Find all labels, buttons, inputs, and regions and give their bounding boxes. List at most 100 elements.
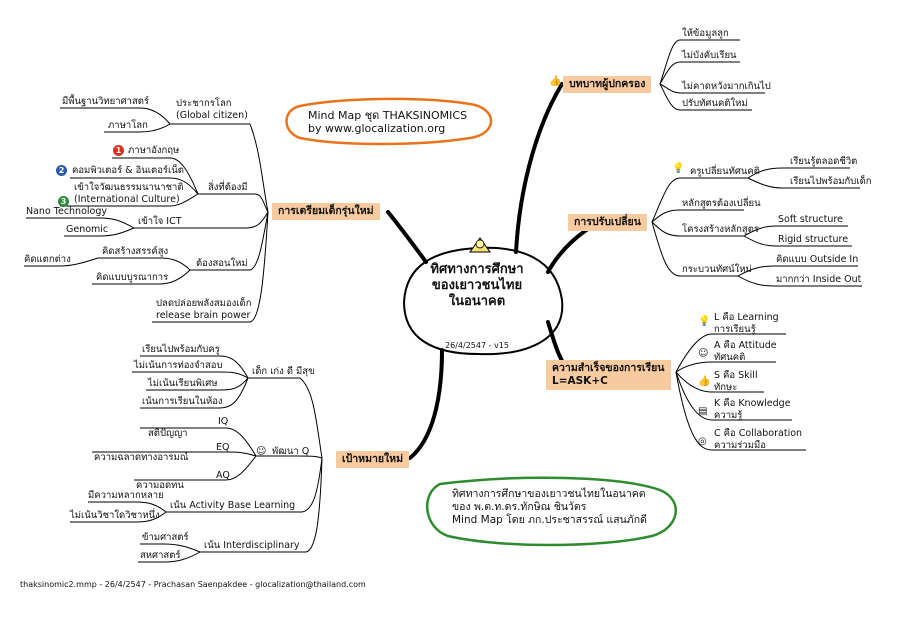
- number-1-icon: 1: [113, 145, 124, 156]
- list-item: คิดแบบ Outside In: [776, 254, 859, 265]
- orange-note-border: [285, 97, 493, 146]
- list-item: ไม่เน้นการท่องจำสอบ: [134, 360, 223, 371]
- list-item: คิดแตกต่าง: [24, 254, 71, 265]
- q-code: EQ: [216, 442, 230, 453]
- topic-line: ประชากรโลก: [176, 98, 232, 109]
- number-3-icon: 3: [58, 196, 69, 207]
- number-2-icon: 2: [56, 165, 67, 176]
- list-item: มีพื้นฐานวิทยาศาสตร์: [62, 96, 150, 107]
- list-item: A คือ Attitude ทัศนคติ: [714, 340, 777, 364]
- item-subtitle: ทักษะ: [714, 382, 738, 393]
- orange-note: Mind Map ชุด THAKSINOMICS by www.glocali…: [308, 109, 467, 135]
- note-line: Mind Map โดย ภก.ประชาสรรณ์ แสนภักดี: [452, 514, 647, 526]
- list-item: คิดแบบบูรณาการ: [96, 272, 169, 283]
- topic: หลักสูตรต้องเปลี่ยน: [682, 198, 761, 209]
- branch-label-line: ความสำเร็จของการเรียน: [552, 362, 665, 374]
- branch-change[interactable]: การปรับเปลี่ยน: [568, 214, 647, 231]
- q-description: ความอดทน: [136, 480, 184, 491]
- list-item: ไม่เน้นเรียนพิเศษ: [148, 378, 218, 389]
- thumbs-up-icon: 👍: [698, 376, 711, 387]
- topic-line: (Global citizen): [176, 110, 248, 121]
- list-item: ปรับทัศนคติใหม่: [682, 98, 748, 109]
- center-node-date: 26/4/2547 - v15: [445, 341, 509, 350]
- note-line: ทิศทางการศึกษาของเยาวชนไทยในอนาคต: [452, 488, 646, 500]
- list-item: ภาษาอังกฤษ: [128, 145, 180, 156]
- item-title: L คือ Learning: [714, 312, 779, 323]
- list-item: ไม่คาดหวังมากเกินไป: [682, 81, 771, 92]
- list-item: ข้ามศาสตร์: [142, 532, 189, 543]
- smiley-icon: ☺: [698, 348, 709, 359]
- q-code: IQ: [218, 416, 229, 427]
- branch-label-line: L=ASK+C: [552, 375, 608, 387]
- list-item: S คือ Skill ทักษะ: [714, 370, 758, 394]
- item-subtitle: (International Culture): [74, 194, 180, 205]
- item-title: C คือ Collaboration: [714, 428, 803, 439]
- list-item: เรียนไปพร้อมกับเด็ก: [790, 176, 872, 187]
- topic: เข้าใจ ICT: [138, 216, 182, 227]
- branch-success[interactable]: ความสำเร็จของการเรียน L=ASK+C: [546, 360, 671, 390]
- q-description: ความฉลาดทางอารมณ์: [94, 452, 189, 463]
- center-title-line: ของเยาวชนไทย: [431, 278, 523, 293]
- item-subtitle: การเรียนรู้: [714, 324, 756, 335]
- note-line: Mind Map ชุด THAKSINOMICS: [308, 109, 468, 122]
- center-title-line: ทิศทางการศึกษา: [430, 262, 524, 277]
- note-line: ของ พ.ต.ท.ดร.ทักษิณ ชินวัตร: [452, 501, 587, 513]
- list-item: มากกว่า Inside Out: [776, 274, 862, 285]
- item-title: A คือ Attitude: [714, 340, 777, 351]
- list-item: ภาษาโลก: [108, 120, 148, 131]
- list-item: L คือ Learning การเรียนรู้: [714, 312, 779, 336]
- center-node-shape: [402, 246, 564, 356]
- topic: เด็ก เก่ง ดี มีสุข: [252, 366, 315, 377]
- list-item: คิดสร้างสรรค์สูง: [102, 246, 169, 257]
- topic: ต้องสอนใหม่: [196, 258, 248, 269]
- list-item: เข้าใจวัฒนธรรมนานาชาติ (International Cu…: [74, 182, 184, 206]
- branch-parents[interactable]: บทบาทผู้ปกครอง: [563, 76, 652, 93]
- green-note: ทิศทางการศึกษาของเยาวชนไทยในอนาคต ของ พ.…: [452, 488, 647, 527]
- q-code: AQ: [216, 470, 230, 481]
- list-item: ไม่เน้นวิชาใดวิชาหนึ่ง: [70, 510, 160, 521]
- people-icon: ◎: [698, 436, 707, 447]
- center-lightbulb-icon: [469, 237, 491, 253]
- lightbulb-icon: 💡: [698, 316, 711, 327]
- item-subtitle: ทัศนคติ: [714, 352, 746, 363]
- list-item: Genomic: [66, 224, 109, 235]
- branch-prepare[interactable]: การเตรียมเด็กรุ่นใหม่: [272, 203, 380, 220]
- item-subtitle: ความร่วมมือ: [714, 440, 766, 451]
- list-item: C คือ Collaboration ความร่วมมือ: [714, 428, 802, 452]
- list-item: Rigid structure: [778, 234, 849, 245]
- branch-goals[interactable]: เป้าหมายใหม่: [336, 451, 410, 468]
- item-title: S คือ Skill: [714, 370, 758, 381]
- topic: พัฒนา Q: [272, 446, 310, 457]
- lightbulb-icon: 💡: [672, 163, 685, 174]
- center-node-title: ทิศทางการศึกษา ของเยาวชนไทย ในอนาคต: [412, 262, 542, 310]
- smiley-icon: ☺: [256, 446, 267, 457]
- center-title-line: ในอนาคต: [448, 294, 506, 309]
- list-item: เรียนรู้ตลอดชีวิต: [790, 156, 858, 167]
- list-item: เน้นการเรียนในห้อง: [142, 396, 223, 407]
- topic: ปลดปล่อยพลังสมองเด็ก release brain power: [156, 298, 251, 322]
- list-item: เรียนไปพร้อมกับครู: [142, 344, 220, 355]
- topic: เน้น Interdisciplinary: [204, 540, 300, 551]
- thumbs-up-icon: 👍: [549, 76, 562, 87]
- item-subtitle: ความรู้: [714, 410, 743, 421]
- list-item: คอมพิวเตอร์ & อินเตอร์เน็ต: [72, 165, 184, 176]
- topic: สิ่งที่ต้องมี: [208, 182, 248, 193]
- topic: ประชากรโลก (Global citizen): [176, 98, 248, 122]
- topic: เน้น Activity Base Learning: [170, 500, 296, 511]
- list-item: ไม่บังคับเรียน: [682, 50, 737, 61]
- item-title: K คือ Knowledge: [714, 398, 791, 409]
- green-note-border: [426, 476, 677, 547]
- topic-line: ปลดปล่อยพลังสมองเด็ก: [156, 298, 252, 309]
- topic: กระบวนทัศน์ใหม่: [682, 264, 752, 275]
- q-description: สติปัญญา: [148, 428, 188, 439]
- list-item: K คือ Knowledge ความรู้: [714, 398, 791, 422]
- list-item: สหศาสตร์: [140, 550, 181, 561]
- list-item: Soft structure: [778, 214, 843, 225]
- topic: โครงสร้างหลักสูตร: [682, 224, 759, 235]
- topic: ครูเปลี่ยนทัศนคติ: [690, 166, 760, 177]
- list-item: มีความหลากหลาย: [88, 490, 164, 501]
- topic-line: release brain power: [156, 310, 251, 321]
- list-item: Nano Technology: [26, 206, 107, 217]
